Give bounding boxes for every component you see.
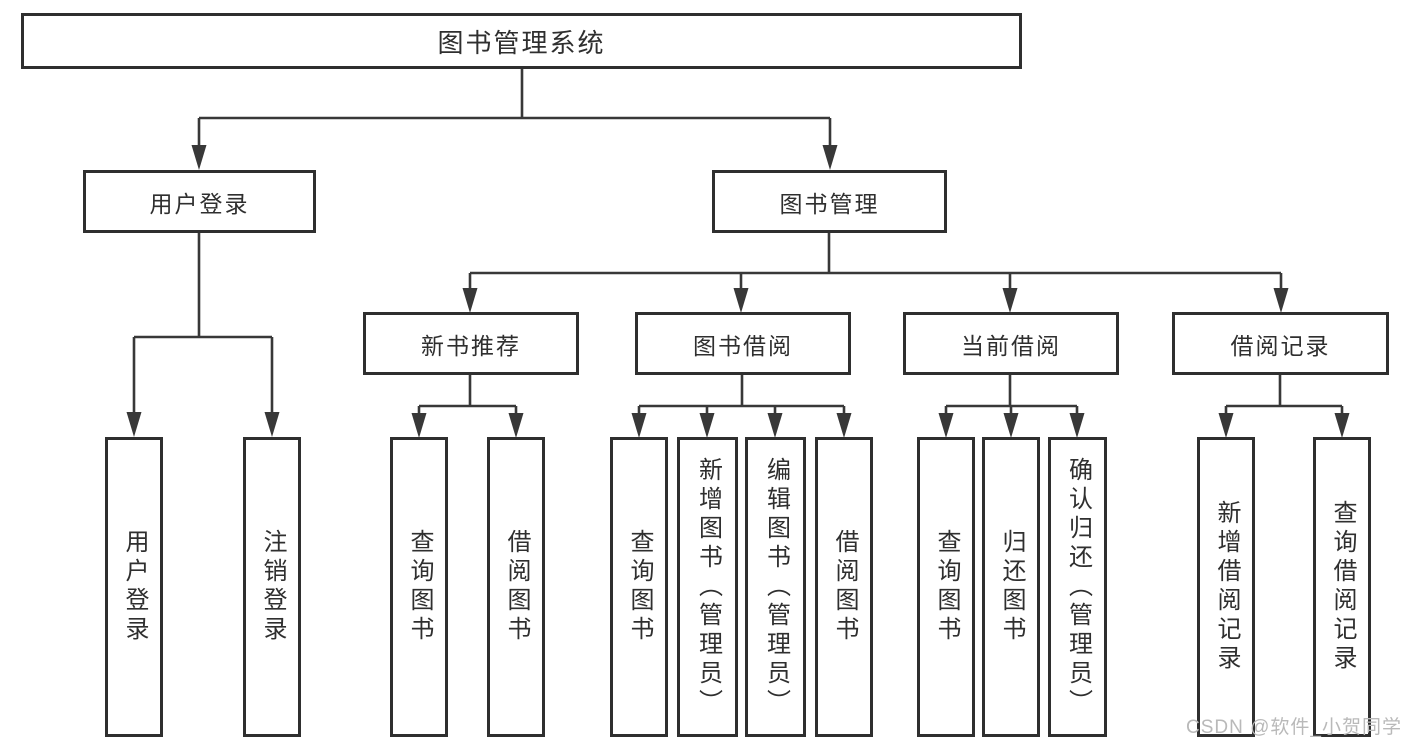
node-book-borrow: 图书借阅 [635, 312, 851, 375]
node-borrow-records: 借阅记录 [1172, 312, 1389, 375]
connector-line [946, 375, 1077, 408]
node-label: 查询图书 [933, 529, 960, 645]
arrowhead-icon [264, 412, 280, 437]
arrowhead-icon [508, 413, 524, 438]
arrowhead-icon [699, 413, 715, 438]
leaf-edit-book-admin: 编辑图书（管理员） [745, 437, 806, 737]
arrowhead-icon [631, 413, 647, 438]
arrowhead-icon [938, 413, 954, 438]
arrowhead-icon [126, 412, 142, 437]
watermark: CSDN @软件_小贺同学 [1186, 717, 1402, 738]
arrowhead-icon [411, 413, 427, 438]
arrowhead-icon [733, 288, 749, 313]
node-label: 图书管理系统 [437, 27, 606, 58]
node-label: 图书借阅 [693, 332, 793, 359]
node-label: 查询图书 [406, 529, 433, 645]
leaf-return-book: 归还图书 [982, 437, 1040, 737]
node-label: 注销登录 [259, 529, 286, 645]
node-label: 用户登录 [149, 190, 250, 217]
node-label: 新增借阅记录 [1213, 500, 1240, 674]
leaf-user-login: 用户登录 [105, 437, 163, 737]
connector-line [199, 68, 830, 120]
node-label: 查询借阅记录 [1329, 500, 1356, 674]
arrowhead-icon [822, 145, 838, 170]
node-label: 借阅图书 [831, 529, 858, 645]
leaf-borrow-books-recommend: 借阅图书 [487, 437, 545, 737]
leaf-borrow-books: 借阅图书 [815, 437, 873, 737]
connector-line [470, 232, 1281, 275]
node-label: 新增图书（管理员） [694, 456, 722, 718]
arrowhead-icon [836, 413, 852, 438]
node-label: 新书推荐 [421, 332, 521, 359]
connector-line [134, 233, 272, 339]
leaf-query-books-recommend: 查询图书 [390, 437, 448, 737]
arrowhead-icon [1334, 413, 1350, 438]
node-label: 查询图书 [626, 529, 653, 645]
node-book-management: 图书管理 [712, 170, 947, 233]
leaf-confirm-return-admin: 确认归还（管理员） [1048, 437, 1107, 737]
node-label: 归还图书 [998, 529, 1025, 645]
node-label: 当前借阅 [961, 332, 1061, 359]
arrowhead-icon [1003, 413, 1019, 438]
arrowhead-icon [1273, 288, 1289, 313]
arrowhead-icon [767, 413, 783, 438]
leaf-query-books-current: 查询图书 [917, 437, 975, 737]
connector-line [1226, 375, 1342, 408]
node-current-borrow: 当前借阅 [903, 312, 1119, 375]
arrowhead-icon [1002, 288, 1018, 313]
leaf-query-borrow-record: 查询借阅记录 [1313, 437, 1371, 737]
node-label: 借阅记录 [1230, 332, 1331, 359]
node-new-book-recommend: 新书推荐 [363, 312, 579, 375]
node-label: 确认归还（管理员） [1064, 456, 1092, 718]
leaf-query-books-borrow: 查询图书 [610, 437, 668, 737]
arrowhead-icon [1069, 413, 1085, 438]
arrowhead-icon [1218, 413, 1234, 438]
arrowhead-icon [462, 288, 478, 313]
node-user-login: 用户登录 [83, 170, 316, 233]
arrowhead-icon [191, 145, 207, 170]
node-label: 图书管理 [779, 190, 880, 217]
leaf-add-borrow-record: 新增借阅记录 [1197, 437, 1255, 737]
leaf-add-book-admin: 新增图书（管理员） [677, 437, 738, 737]
node-label: 用户登录 [121, 529, 148, 645]
node-label: 借阅图书 [503, 529, 530, 645]
node-root: 图书管理系统 [21, 13, 1022, 69]
connector-line [419, 375, 516, 408]
connector-line [639, 375, 844, 408]
leaf-logout: 注销登录 [243, 437, 301, 737]
node-label: 编辑图书（管理员） [762, 456, 790, 718]
